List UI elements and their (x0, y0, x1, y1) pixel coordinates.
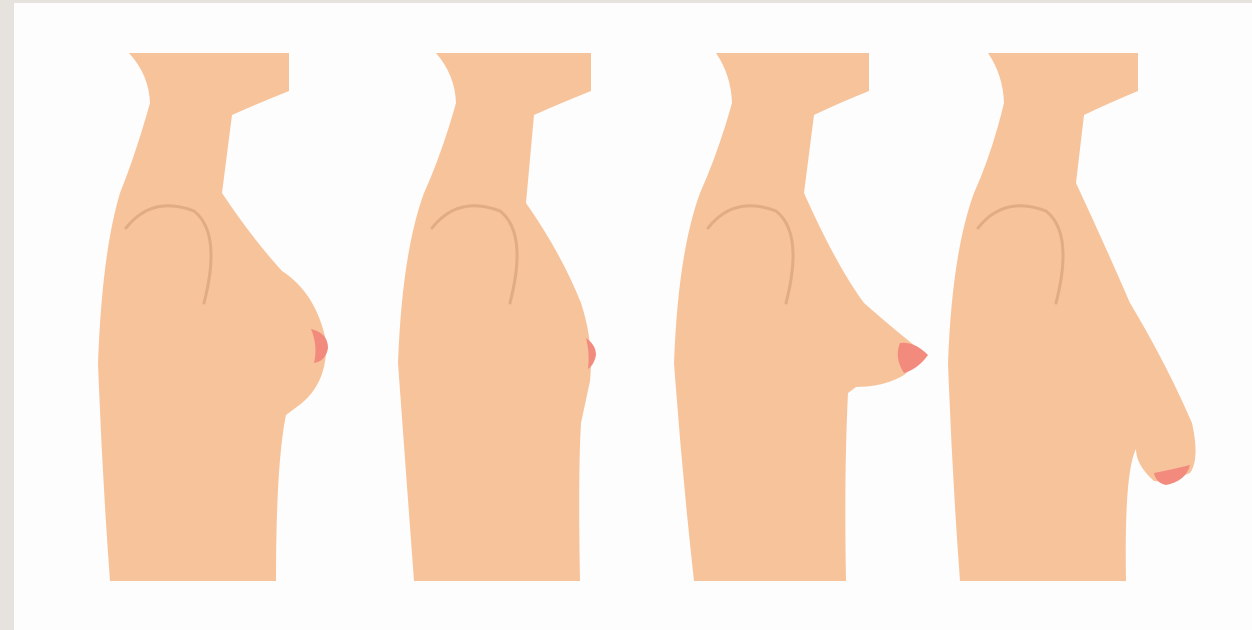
torso-profile-1-drawing (54, 3, 364, 630)
illustration-canvas (14, 3, 1252, 630)
torso-profile-2 (356, 3, 666, 630)
torso-profile-2-drawing (356, 3, 666, 630)
torso-profile-3 (624, 3, 934, 630)
torso-profile-1 (54, 3, 364, 630)
torso-profile-3-drawing (624, 3, 934, 630)
torso-profile-4 (904, 3, 1214, 630)
torso-silhouette (948, 53, 1196, 581)
torso-profile-4-drawing (904, 3, 1214, 630)
torso-silhouette (98, 53, 326, 581)
torso-silhouette (674, 53, 916, 581)
torso-silhouette (398, 53, 591, 581)
